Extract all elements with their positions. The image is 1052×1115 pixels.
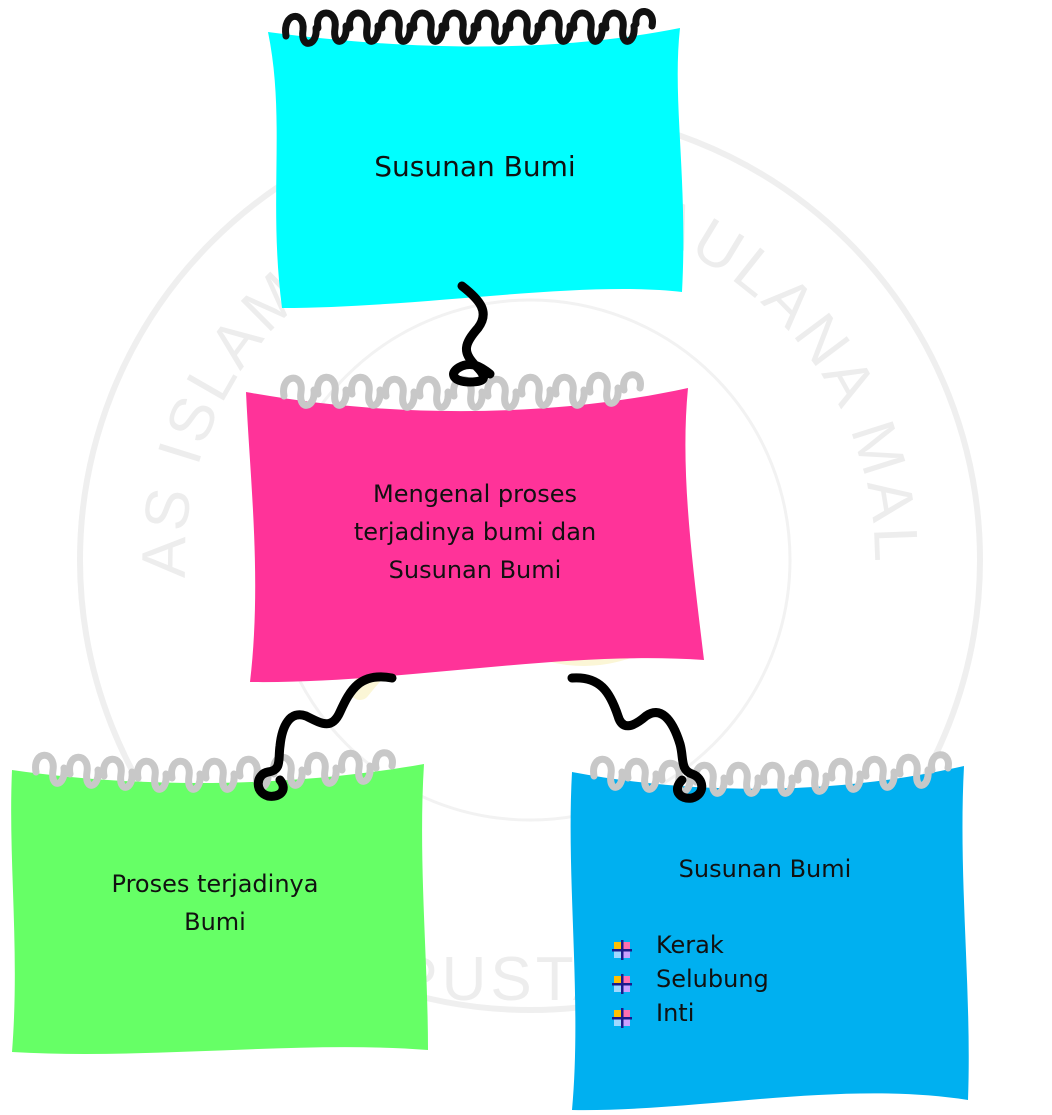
node-right-title: Susunan Bumi: [678, 855, 852, 883]
node-middle-line-3: Susunan Bumi: [388, 556, 562, 584]
spiral-rings-top: [282, 8, 656, 47]
spiral-rings-middle: [280, 371, 644, 411]
node-middle-text: Mengenal proses terjadinya bumi dan Susu…: [250, 475, 700, 589]
node-left: [11, 749, 428, 1054]
node-right-list: Kerak Selubung Inti: [612, 928, 769, 1030]
node-middle-line-1: Mengenal proses: [373, 480, 577, 508]
node-left-line-2: Bumi: [184, 908, 246, 936]
connector-top-middle: [449, 281, 495, 387]
list-item-label: Kerak: [656, 931, 724, 959]
connector-middle-left: [253, 672, 397, 801]
list-item: Selubung: [612, 962, 769, 996]
connectors: [253, 281, 707, 803]
bullet-icon: [612, 1003, 632, 1028]
node-right-shape: [570, 766, 969, 1111]
node-left-line-1: Proses terjadinya: [111, 870, 319, 898]
list-item-label: Selubung: [656, 965, 769, 993]
node-top-label: Susunan Bumi: [374, 150, 576, 183]
node-middle-shape: [246, 388, 704, 683]
node-top: [268, 8, 684, 308]
spiral-rings-right: [590, 751, 952, 797]
node-left-text: Proses terjadinya Bumi: [35, 865, 395, 941]
node-right: [570, 751, 969, 1111]
list-item-label: Inti: [656, 999, 695, 1027]
node-middle: [246, 371, 704, 683]
list-item: Inti: [612, 996, 769, 1030]
bullet-icon: [612, 969, 632, 994]
node-left-shape: [11, 764, 428, 1054]
bullet-icon: [612, 935, 632, 960]
list-item: Kerak: [612, 928, 769, 962]
node-middle-line-2: terjadinya bumi dan: [353, 518, 597, 546]
node-top-shape: [268, 28, 684, 308]
connector-middle-right: [567, 673, 707, 803]
